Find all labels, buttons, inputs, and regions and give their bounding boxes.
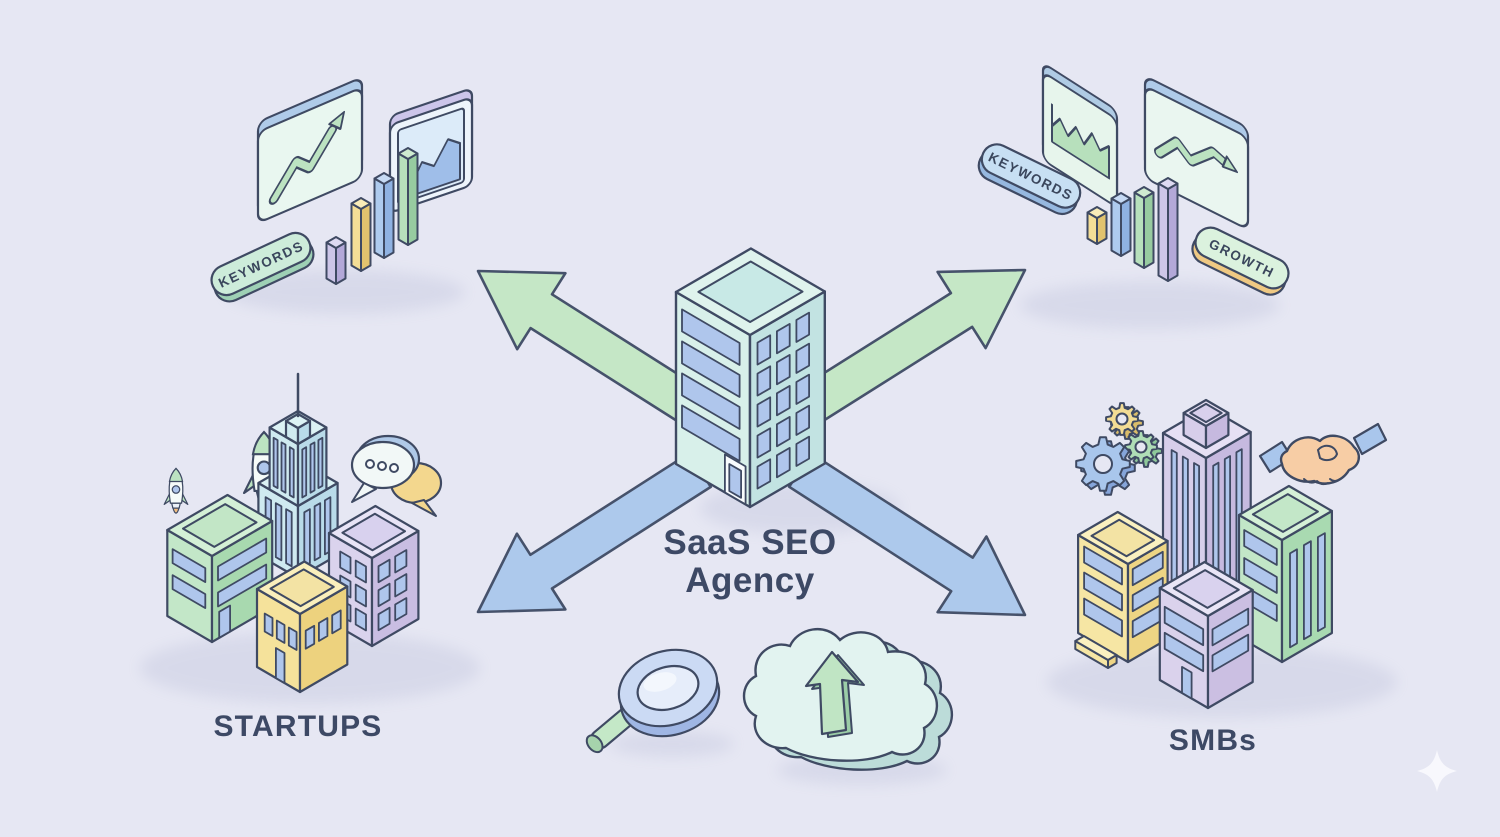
- growth-badge: GROWTH: [1191, 226, 1290, 296]
- results-cluster-right: KEYWORDS GROWTH: [977, 65, 1290, 296]
- hub-arrows: [476, 268, 1027, 617]
- results-cluster-left: KEYWORDS: [210, 79, 474, 303]
- arrow-top-left: [476, 269, 718, 434]
- arrow-bottom-right: [787, 451, 1027, 617]
- smbs-label: SMBs: [1169, 724, 1257, 757]
- smbs-cluster: SMBs: [1074, 398, 1388, 757]
- handshake-icon: [1258, 422, 1388, 486]
- city-buildings-icon: [1074, 398, 1334, 710]
- hub-label-line1: SaaS SEO: [663, 523, 836, 562]
- startups-cluster: STARTUPS: [163, 372, 443, 743]
- city-buildings-icon: [166, 372, 420, 694]
- cloud-upload-icon: [742, 627, 954, 771]
- magnifier-icon: [585, 648, 721, 754]
- sparkle-icon: [1417, 750, 1457, 792]
- hub-label-line2: Agency: [685, 561, 814, 600]
- bar-chart-3d-icon: [325, 147, 419, 285]
- chat-bubbles-icon: [350, 434, 443, 517]
- arrow-bottom-left: [476, 451, 713, 614]
- office-building-icon: [674, 247, 826, 509]
- mountain-chart-screen-icon: [1041, 65, 1119, 206]
- trend-arrow-screen-icon: [1143, 78, 1250, 228]
- bar-chart-3d-icon: [1086, 177, 1179, 282]
- line-chart-screen-icon: [256, 79, 364, 222]
- gear-icon: [1075, 402, 1163, 496]
- startups-label: STARTUPS: [213, 710, 382, 743]
